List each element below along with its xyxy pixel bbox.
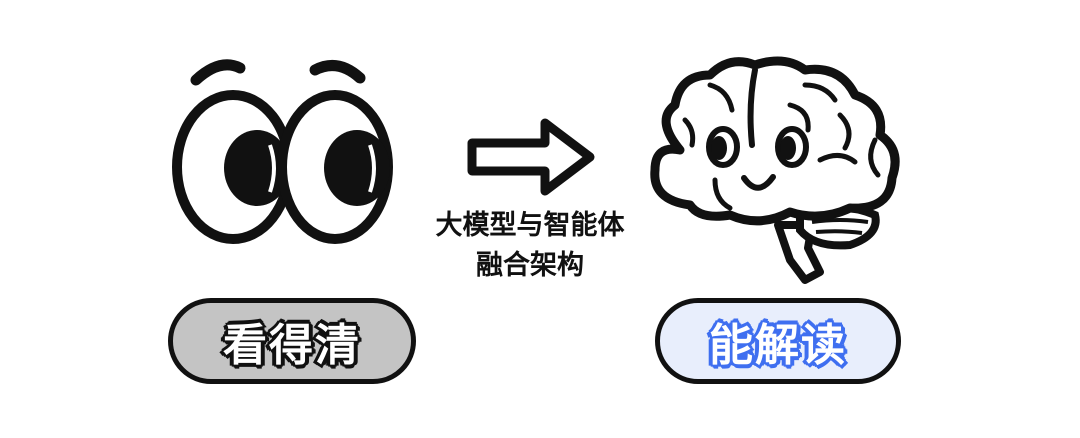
eyes-icon xyxy=(172,59,393,244)
brain-icon xyxy=(650,56,900,284)
caption-line-2: 融合架构 xyxy=(476,250,584,281)
see-clearly-label: 看得清 xyxy=(223,320,361,371)
right-arrow-icon xyxy=(467,118,595,196)
interpret-badge: 能解读 xyxy=(655,298,901,384)
see-clearly-badge: 看得清 xyxy=(168,298,416,384)
interpret-label: 能解读 xyxy=(709,320,847,371)
caption-line-1: 大模型与智能体 xyxy=(435,210,625,241)
